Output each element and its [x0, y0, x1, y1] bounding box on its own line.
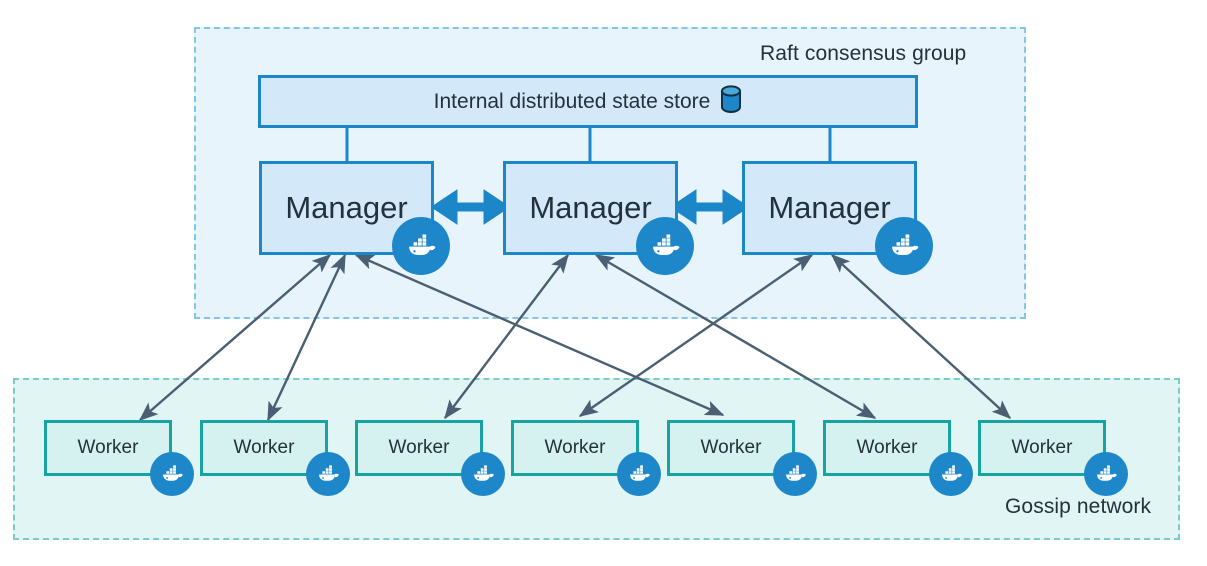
worker-node-label: Worker [544, 437, 606, 458]
docker-whale-icon [306, 452, 350, 496]
manager-node-label: Manager [768, 190, 891, 225]
internal-state-store-label: Internal distributed state store [433, 89, 711, 113]
docker-whale-icon [617, 452, 661, 496]
manager-node-label: Manager [285, 190, 408, 225]
docker-whale-icon [1084, 452, 1128, 496]
worker-node-label: Worker [856, 437, 918, 458]
worker-node-label: Worker [233, 437, 295, 458]
worker-node-3[interactable]: Worker [355, 420, 483, 476]
gossip-network-group-label: Gossip network [1005, 495, 1152, 518]
docker-whale-icon [773, 452, 817, 496]
docker-whale-icon [461, 452, 505, 496]
raft-consensus-group-label: Raft consensus group [760, 42, 967, 65]
worker-node-label: Worker [388, 437, 450, 458]
worker-node-1[interactable]: Worker [44, 420, 172, 476]
worker-node-label: Worker [77, 437, 139, 458]
manager-node-label: Manager [529, 190, 652, 225]
docker-whale-icon [150, 452, 194, 496]
manager-worker-links [138, 253, 1012, 422]
docker-whale-icon [929, 452, 973, 496]
manager-node-3[interactable]: Manager [742, 161, 917, 255]
docker-whale-icon [636, 217, 694, 275]
database-cylinder-icon [720, 85, 742, 118]
worker-node-label: Worker [700, 437, 762, 458]
store-to-manager-links [345, 128, 832, 161]
docker-whale-icon [392, 217, 450, 275]
internal-state-store-box[interactable]: Internal distributed state store [258, 75, 918, 128]
worker-node-label: Worker [1011, 437, 1073, 458]
docker-whale-icon [875, 217, 933, 275]
manager-node-2[interactable]: Manager [503, 161, 678, 255]
